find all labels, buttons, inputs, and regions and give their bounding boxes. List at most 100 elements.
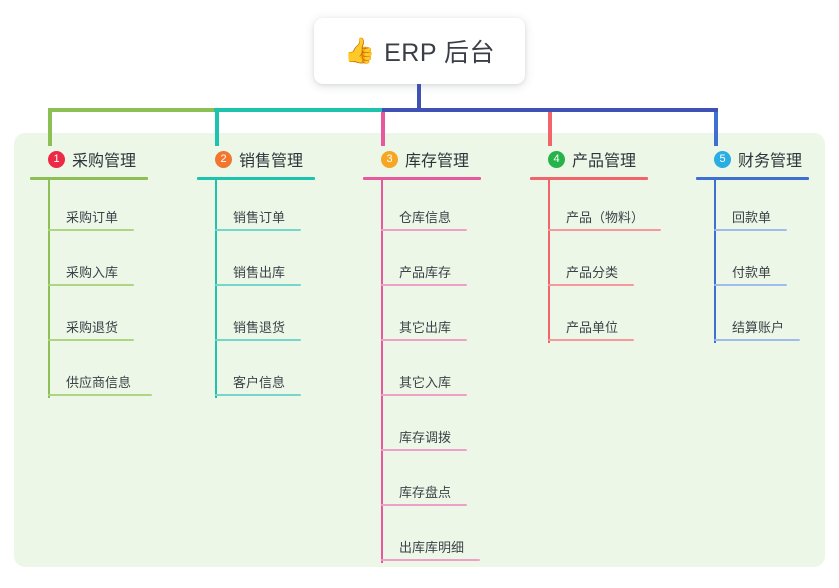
branch-spine-4 bbox=[548, 180, 550, 343]
branch-title-5: 财务管理 bbox=[738, 153, 803, 170]
branch-item-rule bbox=[714, 229, 787, 231]
branch-item-rule bbox=[548, 229, 661, 231]
branch-header-rule-2 bbox=[197, 177, 315, 180]
branch-item[interactable]: 销售出库 bbox=[197, 235, 347, 290]
branch-item[interactable]: 付款单 bbox=[696, 235, 836, 290]
branch-item[interactable]: 采购退货 bbox=[30, 290, 180, 345]
branch-drop-connector-1 bbox=[48, 112, 52, 146]
branch-header-rule-5 bbox=[696, 177, 809, 180]
branch-item[interactable]: 销售订单 bbox=[197, 180, 347, 235]
branch-item[interactable]: 结算账户 bbox=[696, 290, 836, 345]
branch-item[interactable]: 客户信息 bbox=[197, 345, 347, 400]
branch-title-2: 销售管理 bbox=[239, 153, 304, 170]
branch-item-label: 产品（物料） bbox=[566, 210, 645, 225]
branch-item-label: 出库库明细 bbox=[399, 540, 465, 555]
branch-items-4: 产品（物料） 产品分类产品单位 bbox=[530, 180, 680, 345]
branch-drop-connector-2 bbox=[215, 112, 219, 146]
branch-item-rule bbox=[381, 394, 467, 396]
branch-item-rule bbox=[381, 339, 467, 341]
branch-item-rule bbox=[215, 284, 301, 286]
branch-item-rule bbox=[381, 559, 480, 561]
branch-item-rule bbox=[381, 284, 467, 286]
branch-item[interactable]: 产品单位 bbox=[530, 290, 680, 345]
branch-item-rule bbox=[215, 339, 301, 341]
branch-item-label: 客户信息 bbox=[233, 375, 286, 390]
branch-item[interactable]: 采购订单 bbox=[30, 180, 180, 235]
branch-item[interactable]: 产品分类 bbox=[530, 235, 680, 290]
branch-item[interactable]: 其它出库 bbox=[363, 290, 513, 345]
branch-item[interactable]: 销售退货 bbox=[197, 290, 347, 345]
branch-item-label: 仓库信息 bbox=[399, 210, 452, 225]
branch-header-5[interactable]: 5 财务管理 bbox=[696, 146, 836, 172]
branch-item-label: 其它出库 bbox=[399, 320, 452, 335]
root-node[interactable]: 👍 ERP 后台 bbox=[314, 18, 525, 84]
branch-item-label: 销售退货 bbox=[233, 320, 286, 335]
branch-item[interactable]: 回款单 bbox=[696, 180, 836, 235]
branch-item-label: 采购订单 bbox=[66, 210, 119, 225]
root-stem-connector bbox=[417, 84, 421, 110]
branch-header-rule-3 bbox=[363, 177, 481, 180]
branch-item-rule bbox=[215, 394, 301, 396]
branch-items-2: 销售订单销售出库销售退货客户信息 bbox=[197, 180, 347, 400]
branch-header-1[interactable]: 1 采购管理 bbox=[30, 146, 180, 172]
branch-header-4[interactable]: 4 产品管理 bbox=[530, 146, 680, 172]
branch-spine-2 bbox=[215, 180, 217, 398]
branch-item-label: 结算账户 bbox=[732, 320, 785, 335]
bus-segment-green bbox=[48, 108, 216, 112]
branch-item-rule bbox=[48, 284, 134, 286]
branch-title-3: 库存管理 bbox=[405, 153, 470, 170]
branch-item[interactable]: 供应商信息 bbox=[30, 345, 180, 400]
branch-item-rule bbox=[548, 339, 634, 341]
branch-item-label: 产品单位 bbox=[566, 320, 619, 335]
branch-item[interactable]: 出库库明细 bbox=[363, 510, 513, 565]
branch-title-4: 产品管理 bbox=[572, 153, 637, 170]
branch-item[interactable]: 其它入库 bbox=[363, 345, 513, 400]
branch-item-label: 库存调拨 bbox=[399, 430, 452, 445]
branch-item-rule bbox=[381, 449, 467, 451]
branch-item-label: 库存盘点 bbox=[399, 485, 452, 500]
branch-item-label: 产品分类 bbox=[566, 265, 619, 280]
thumbs-up-icon: 👍 bbox=[343, 36, 376, 65]
branch-item-label: 产品库存 bbox=[399, 265, 452, 280]
branch-drop-connector-4 bbox=[548, 112, 552, 146]
branch-item-label: 付款单 bbox=[732, 265, 772, 280]
branch-item[interactable]: 产品库存 bbox=[363, 235, 513, 290]
branch-item-label: 回款单 bbox=[732, 210, 772, 225]
branch-item-label: 其它入库 bbox=[399, 375, 452, 390]
branch-items-5: 回款单付款单结算账户 bbox=[696, 180, 836, 345]
branch-spine-1 bbox=[48, 180, 50, 398]
root-node-content: 👍 ERP 后台 bbox=[344, 33, 495, 69]
branch-column-4: 4 产品管理产品（物料） 产品分类产品单位 bbox=[530, 146, 680, 345]
branch-item[interactable]: 库存调拨 bbox=[363, 400, 513, 455]
branch-header-rule-4 bbox=[530, 177, 648, 180]
branch-spine-3 bbox=[381, 180, 383, 563]
branch-item-rule bbox=[48, 339, 134, 341]
branch-item-label: 销售出库 bbox=[233, 265, 286, 280]
branch-item[interactable]: 采购入库 bbox=[30, 235, 180, 290]
branch-column-5: 5 财务管理回款单付款单结算账户 bbox=[696, 146, 836, 345]
branch-badge-4: 4 bbox=[548, 150, 565, 168]
branch-item-label: 销售订单 bbox=[233, 210, 286, 225]
branch-badge-1: 1 bbox=[48, 150, 65, 168]
branch-badge-5: 5 bbox=[714, 150, 731, 168]
branch-item-rule bbox=[48, 229, 134, 231]
branch-drop-connector-5 bbox=[714, 112, 718, 146]
branch-spine-5 bbox=[714, 180, 716, 343]
branch-item[interactable]: 产品（物料） bbox=[530, 180, 680, 235]
branch-item-label: 采购入库 bbox=[66, 265, 119, 280]
branch-item[interactable]: 仓库信息 bbox=[363, 180, 513, 235]
branch-item-rule bbox=[714, 339, 800, 341]
branch-title-1: 采购管理 bbox=[72, 153, 137, 170]
branch-item-rule bbox=[48, 394, 152, 396]
branch-item-rule bbox=[381, 504, 467, 506]
branch-item-rule bbox=[215, 229, 301, 231]
branch-items-1: 采购订单采购入库采购退货供应商信息 bbox=[30, 180, 180, 400]
branch-item[interactable]: 库存盘点 bbox=[363, 455, 513, 510]
branch-item-label: 采购退货 bbox=[66, 320, 119, 335]
branch-header-rule-1 bbox=[30, 177, 148, 180]
